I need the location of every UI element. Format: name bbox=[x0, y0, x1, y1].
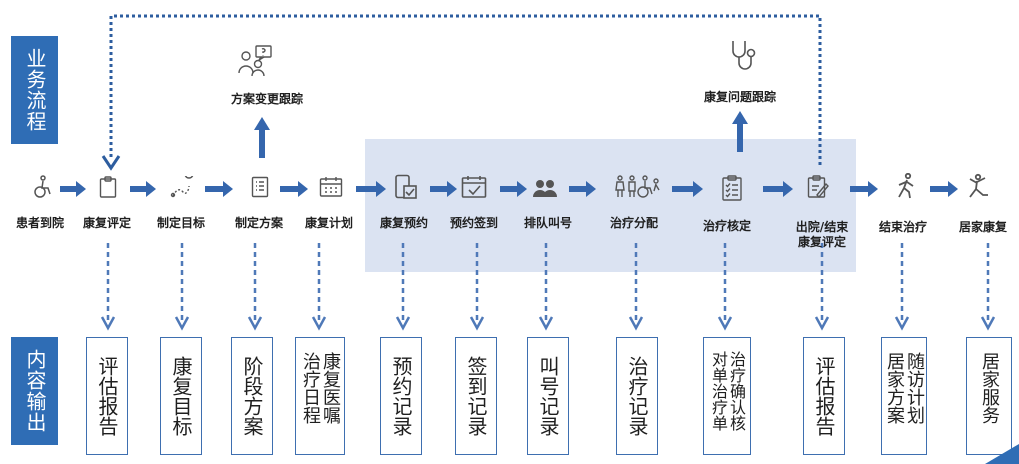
step-label-end-treatment: 结束治疗 bbox=[878, 220, 928, 234]
flow-arrow-10 bbox=[763, 181, 793, 197]
exercise-person-icon bbox=[967, 173, 991, 203]
discharge-label-line-1: 出院/结束 bbox=[795, 220, 849, 234]
output-treatment-confirmation: 治疗确认核对单治疗单 bbox=[703, 337, 751, 455]
phone-check-icon bbox=[394, 174, 418, 204]
output-checkin-record: 签到记录 bbox=[455, 337, 497, 455]
flow-arrow-1 bbox=[60, 181, 86, 197]
output-discharge-report: 评估报告 bbox=[803, 337, 845, 455]
process-side-label: 业务流程 bbox=[11, 36, 58, 144]
branch-label-problem-track: 康复问题跟踪 bbox=[703, 90, 777, 104]
wheelchair-icon bbox=[31, 175, 53, 203]
step-label-arrival: 患者到院 bbox=[15, 216, 65, 230]
branch-arrow-problem-track bbox=[732, 111, 748, 152]
output-orders-schedule: 康复医嘱治疗日程 bbox=[295, 337, 345, 455]
step-label-discharge: 出院/结束 康复评定 bbox=[796, 220, 848, 250]
step-label-plan: 制定方案 bbox=[234, 216, 284, 230]
patients-icon bbox=[614, 175, 662, 203]
output-connector-2 bbox=[174, 243, 190, 331]
output-connector-8 bbox=[628, 243, 644, 331]
flow-arrow-9 bbox=[672, 181, 703, 197]
output-connector-7 bbox=[538, 243, 554, 331]
step-label-appointment: 康复预约 bbox=[379, 216, 429, 230]
output-connector-4 bbox=[311, 243, 327, 331]
clipboard-icon bbox=[99, 176, 117, 202]
output-connector-9 bbox=[717, 243, 733, 331]
calendar-icon bbox=[319, 176, 343, 202]
step-label-schedule: 康复计划 bbox=[304, 216, 354, 230]
output-connector-5 bbox=[395, 243, 411, 331]
calendar-check-icon bbox=[461, 175, 487, 203]
output-connector-3 bbox=[247, 243, 263, 331]
walking-person-icon bbox=[895, 172, 917, 203]
consultation-icon bbox=[237, 45, 273, 81]
output-connector-10 bbox=[814, 243, 830, 331]
reassessment-loop-line bbox=[109, 14, 822, 165]
output-call-record: 叫号记录 bbox=[527, 337, 569, 455]
flow-arrow-8 bbox=[569, 181, 596, 197]
discharge-label-line-2: 康复评定 bbox=[797, 235, 847, 249]
flow-arrow-5 bbox=[356, 181, 386, 197]
output-stage-plan: 阶段方案 bbox=[231, 337, 273, 455]
output-treatment-record: 治疗记录 bbox=[616, 337, 658, 455]
flow-arrow-4 bbox=[280, 181, 308, 197]
flow-arrow-3 bbox=[205, 181, 233, 197]
output-connector-12 bbox=[980, 243, 996, 331]
output-assessment-report: 评估报告 bbox=[86, 337, 128, 455]
output-side-label: 内容输出 bbox=[11, 337, 58, 445]
flow-arrow-7 bbox=[500, 181, 527, 197]
outpatient-process-highlight bbox=[365, 139, 856, 272]
flow-arrow-11 bbox=[850, 181, 878, 197]
people-queue-icon bbox=[532, 179, 558, 201]
output-home-service: 居家服务 bbox=[966, 337, 1012, 455]
step-label-checkin: 预约签到 bbox=[449, 216, 499, 230]
step-label-queue: 排队叫号 bbox=[523, 216, 573, 230]
output-rehab-goal: 康复目标 bbox=[160, 337, 202, 455]
output-connector-11 bbox=[894, 243, 910, 331]
flow-arrow-6 bbox=[430, 181, 457, 197]
step-label-assessment: 康复评定 bbox=[82, 216, 132, 230]
step-label-goal: 制定目标 bbox=[156, 216, 206, 230]
reassessment-loop-arrowhead bbox=[101, 155, 121, 171]
stethoscope-icon bbox=[729, 39, 759, 77]
output-connector-1 bbox=[100, 243, 116, 331]
step-label-verification: 治疗核定 bbox=[702, 219, 752, 233]
flow-arrow-2 bbox=[130, 181, 156, 197]
step-label-home-rehab: 居家康复 bbox=[958, 220, 1008, 234]
list-document-icon bbox=[251, 176, 269, 202]
checklist-icon bbox=[721, 175, 743, 205]
branch-label-plan-change: 方案变更跟踪 bbox=[230, 92, 304, 106]
flow-arrow-12 bbox=[930, 181, 958, 197]
branch-arrow-plan-change bbox=[254, 117, 270, 158]
edit-clipboard-icon bbox=[807, 175, 829, 203]
step-label-allocation: 治疗分配 bbox=[609, 216, 659, 230]
output-appointment-record: 预约记录 bbox=[380, 337, 422, 455]
output-connector-6 bbox=[469, 243, 485, 331]
output-followup-home-plan: 随访计划居家方案 bbox=[881, 337, 927, 455]
